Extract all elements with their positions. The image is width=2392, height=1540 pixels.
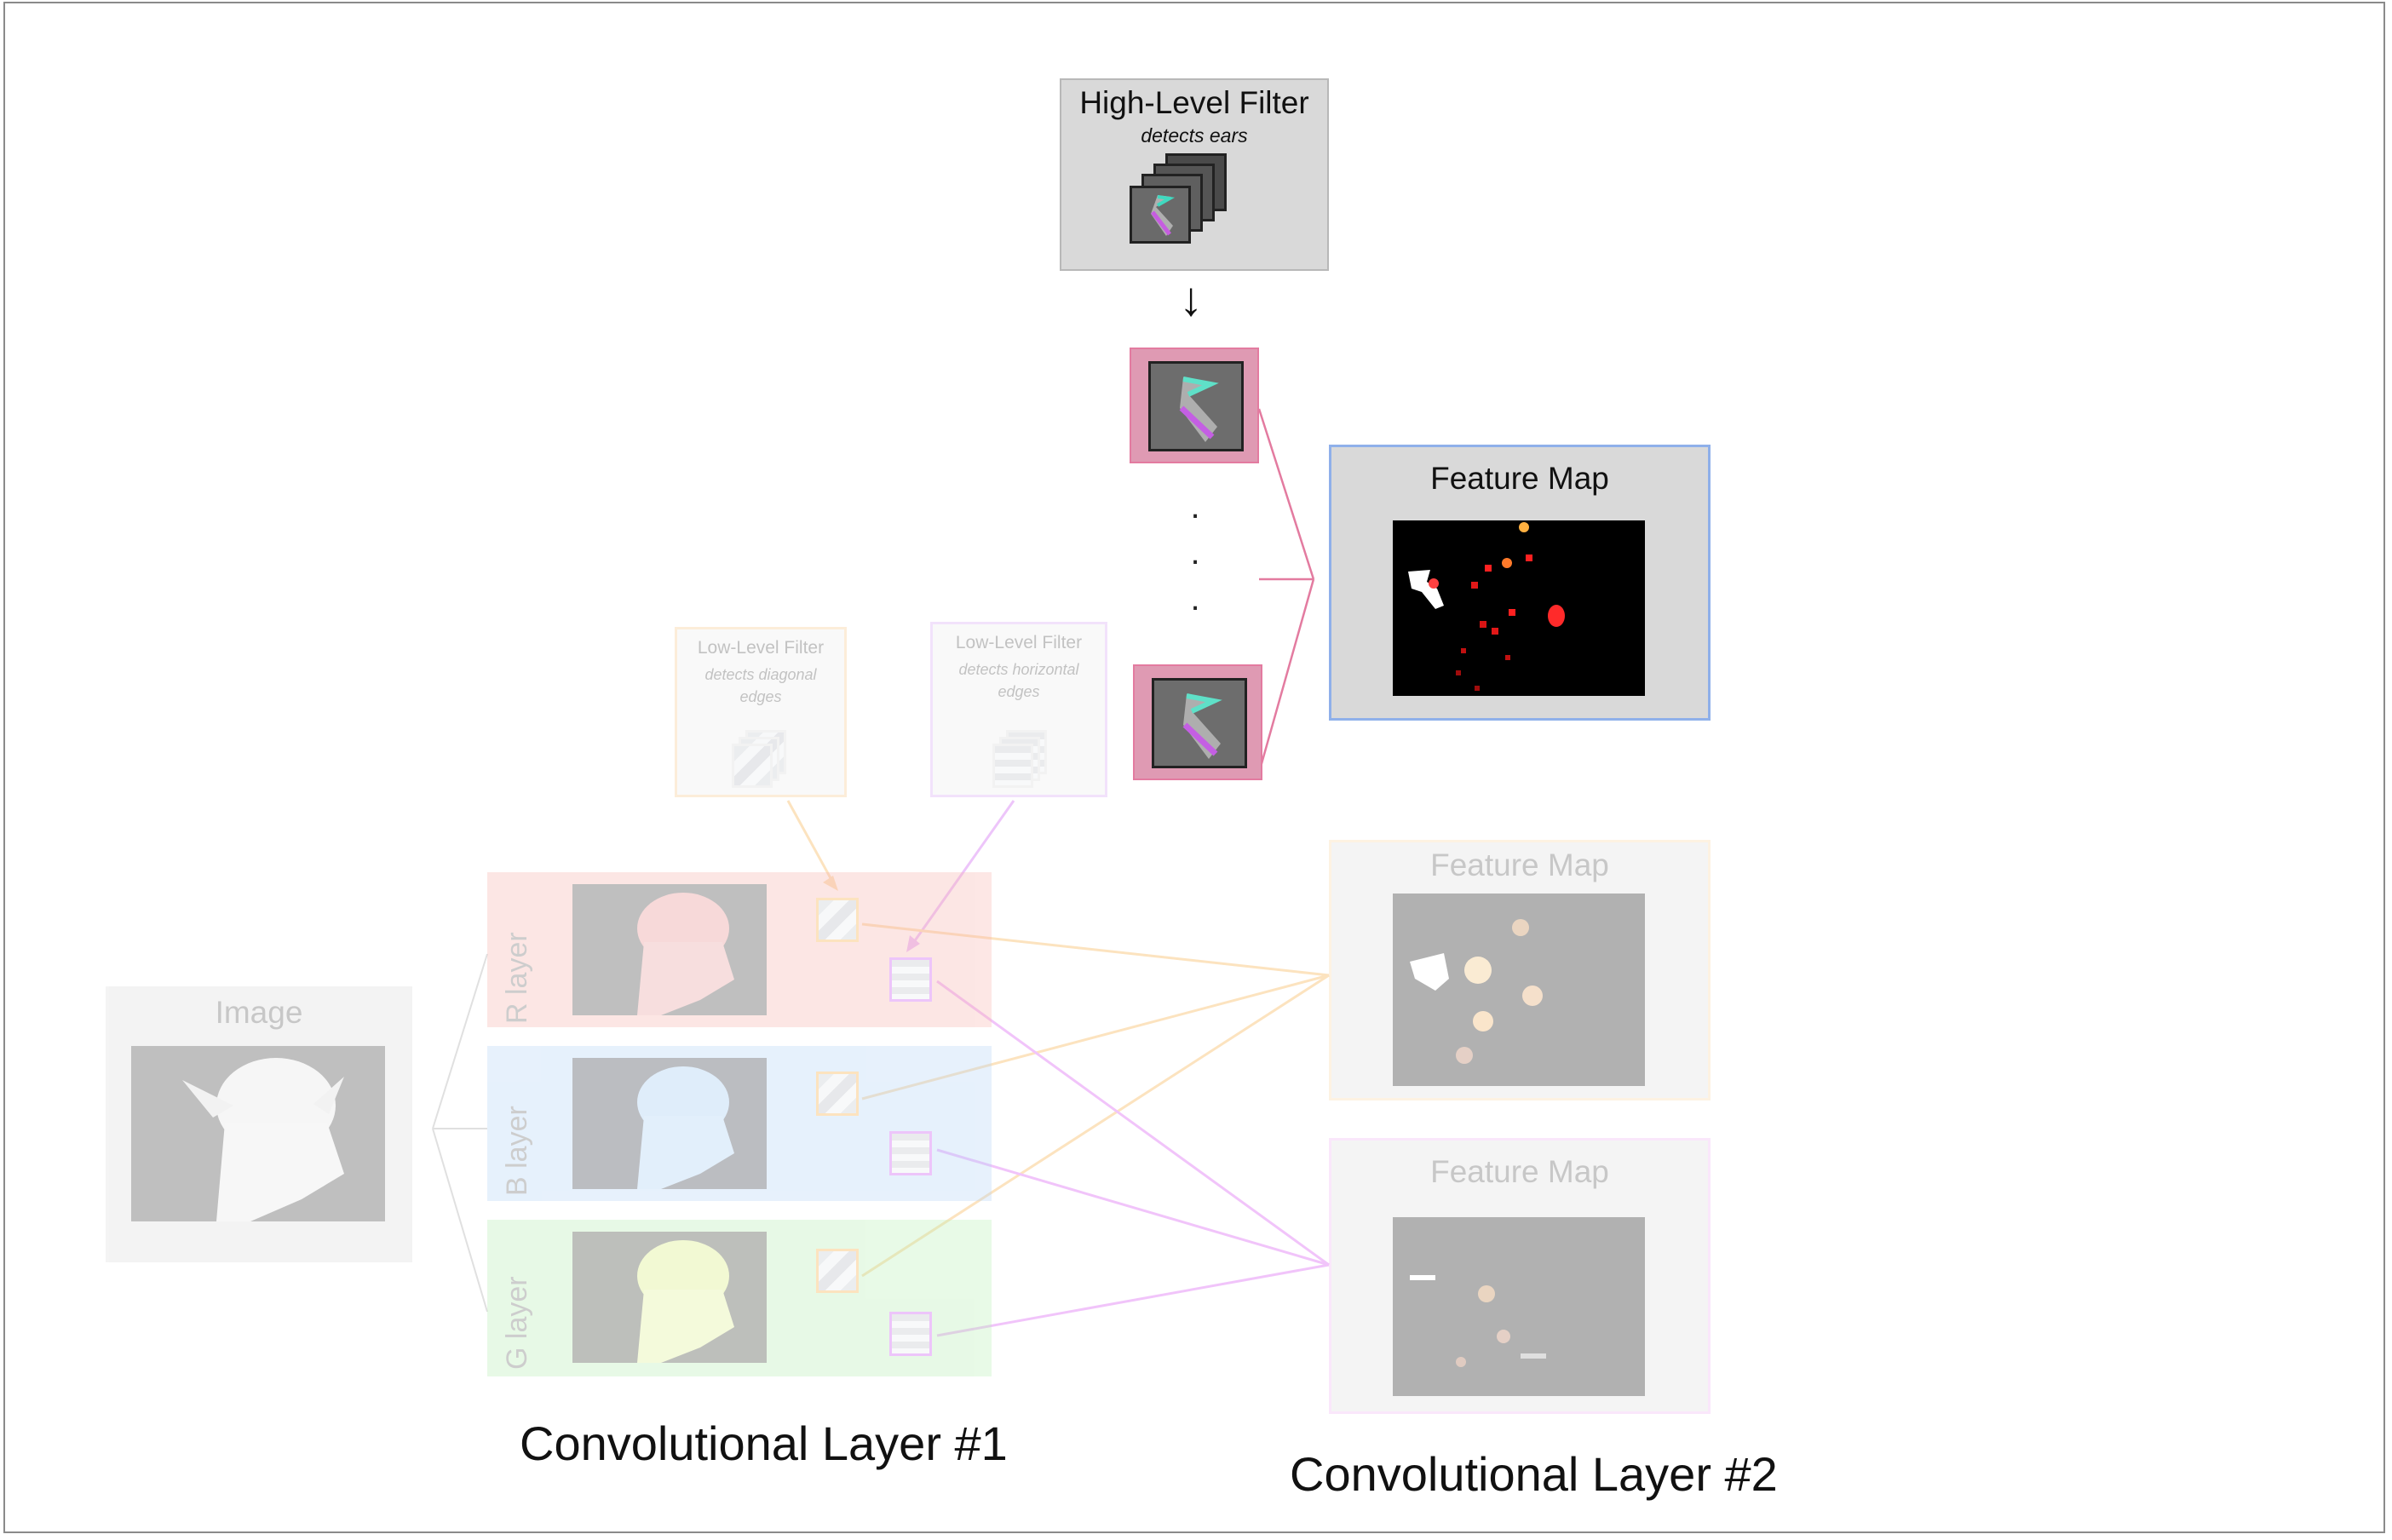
g-layer-image	[572, 1232, 767, 1363]
alpaca-blue-channel	[637, 1066, 734, 1189]
wire-image-g	[432, 1128, 488, 1313]
low-level-filter-diagonal-subtitle: detects diagonal edges	[704, 666, 817, 705]
b-layer-image	[572, 1058, 767, 1189]
wire-b-horiz-fm2	[936, 1148, 1330, 1267]
ear-filter-icon	[1151, 364, 1241, 449]
activation-map	[1408, 522, 1565, 691]
ellipsis-2: .	[1190, 534, 1200, 572]
high-level-filter-box: High-Level Filter detects ears	[1060, 78, 1329, 271]
alpaca-photo	[182, 1058, 344, 1221]
filter-stack-card-1	[1130, 186, 1191, 244]
b-layer-diagonal-filter	[816, 1072, 859, 1116]
conv-layer-2-caption: Convolutional Layer #2	[1290, 1447, 1778, 1501]
feature-map-diagonal: Feature Map	[1329, 840, 1711, 1100]
b-layer-horizontal-filter	[889, 1131, 932, 1175]
wire-horiz-filter-down	[910, 800, 1015, 946]
wire-r-diag-fm1	[861, 922, 1330, 977]
horizontal-filter-card-3	[1006, 730, 1047, 774]
high-level-filter-tile-2	[1133, 664, 1262, 780]
feature-map-diagonal-image	[1393, 894, 1645, 1086]
wire-r-horiz-fm2	[936, 980, 1330, 1267]
down-arrow-icon: ↓	[1179, 272, 1203, 325]
alpaca-red-channel	[637, 893, 734, 1015]
low-level-filter-horizontal: Low-Level Filter detects horizontal edge…	[930, 622, 1107, 797]
wire-diag-filter-down	[786, 800, 837, 887]
wire-tile1-featuremap	[1257, 408, 1315, 580]
feature-map-main-title: Feature Map	[1430, 461, 1609, 496]
diagram-frame	[3, 2, 2385, 1533]
low-level-filter-diagonal: Low-Level Filter detects diagonal edges	[675, 627, 847, 797]
feature-map-horizontal-title: Feature Map	[1430, 1154, 1609, 1189]
g-layer-horizontal-filter	[889, 1312, 932, 1356]
ear-filter-icon	[1151, 195, 1176, 236]
alpaca-green-channel	[637, 1240, 734, 1363]
horizontal-filter-card-2	[999, 737, 1040, 781]
image-box-title: Image	[215, 995, 303, 1030]
b-layer-label: B layer	[501, 1106, 533, 1196]
g-layer-diagonal-filter	[816, 1249, 859, 1293]
image-box: Image	[106, 986, 412, 1262]
feature-map-horizontal-image	[1393, 1217, 1645, 1396]
wire-image-r	[432, 953, 488, 1129]
wire-tile2-featuremap	[1259, 578, 1315, 767]
low-level-filter-diagonal-title: Low-Level Filter	[697, 638, 825, 658]
diagonal-filter-card-2	[739, 737, 779, 781]
wire-b-diag-fm1	[861, 974, 1330, 1100]
wire-g-diag-fm1	[861, 974, 1330, 1278]
high-level-filter-tile-1	[1130, 348, 1259, 463]
conv-layer-1-caption: Convolutional Layer #1	[520, 1416, 1008, 1470]
feature-map-main-image	[1393, 520, 1645, 696]
feature-map-horizontal: Feature Map	[1329, 1138, 1711, 1414]
ellipsis-1: .	[1190, 488, 1200, 526]
ear-filter-icon	[1154, 681, 1245, 766]
diagonal-filter-card-3	[745, 730, 786, 774]
r-layer-horizontal-filter	[889, 957, 932, 1002]
ellipsis-3: .	[1190, 580, 1200, 618]
r-layer-label: R layer	[501, 932, 533, 1024]
g-layer-panel: G layer	[487, 1220, 992, 1376]
high-level-filter-title: High-Level Filter	[1079, 85, 1309, 120]
ear-filter-image-1	[1148, 361, 1244, 451]
diagonal-activation-map	[1410, 919, 1543, 1064]
g-layer-label: G layer	[501, 1276, 533, 1370]
low-level-filter-horizontal-subtitle: detects horizontal edges	[958, 661, 1079, 700]
high-level-filter-subtitle: detects ears	[1141, 124, 1248, 147]
ear-filter-image-2	[1152, 678, 1247, 768]
r-layer-image	[572, 884, 767, 1015]
arrowhead-horiz	[906, 935, 920, 952]
horizontal-activation-map	[1410, 1275, 1546, 1367]
alpaca-image	[131, 1046, 385, 1221]
r-layer-diagonal-filter	[816, 898, 859, 942]
feature-map-diagonal-title: Feature Map	[1430, 848, 1609, 882]
wire-g-horiz-fm2	[936, 1263, 1330, 1337]
low-level-filter-horizontal-title: Low-Level Filter	[955, 633, 1083, 652]
arrowhead-diag	[823, 876, 838, 891]
diagonal-filter-card-1	[732, 744, 773, 788]
b-layer-panel: B layer	[487, 1046, 992, 1201]
r-layer-panel: R layer	[487, 872, 992, 1027]
feature-map-main: Feature Map	[1329, 445, 1711, 721]
horizontal-filter-card-1	[992, 744, 1033, 788]
